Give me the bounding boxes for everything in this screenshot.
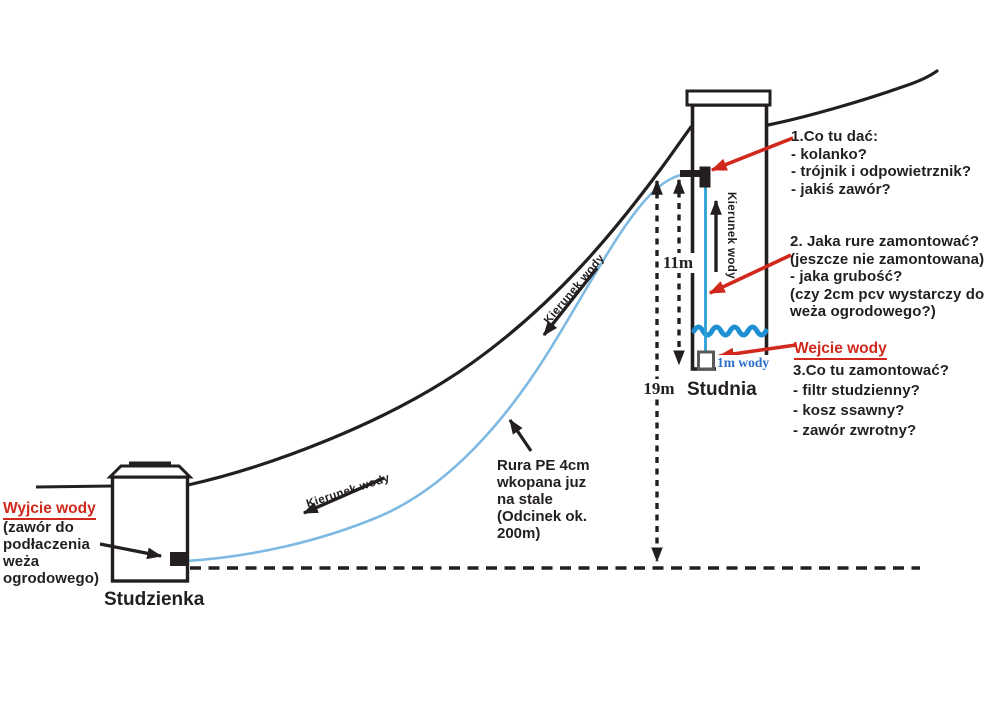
question3-line: - zawór zwrotny? xyxy=(793,422,917,439)
dimension-label-19m: 19m xyxy=(640,379,678,399)
small-well-lid-handle xyxy=(129,461,171,468)
buried-pipe-line xyxy=(185,171,693,563)
water-outlet-line: ogrodowego) xyxy=(3,570,100,587)
pipe-note-line: wkopana juz xyxy=(497,474,587,491)
small-well-label: Studzienka xyxy=(104,589,205,610)
suction-filter xyxy=(697,350,715,371)
water-outlet-text: (zawór do podłaczenia weża ogrodowego) xyxy=(3,519,99,587)
water-outlet-line: podłaczenia xyxy=(3,536,90,553)
pipe-note-line: na stale xyxy=(497,491,553,508)
question3-line: - kosz ssawny? xyxy=(793,402,905,419)
flow-arrow-slope xyxy=(542,266,599,337)
terrain-line-left xyxy=(35,484,114,489)
pipe-note-line: Rura PE 4cm xyxy=(497,457,590,474)
question3-text: 3.Co tu zamontować? - filtr studzienny? … xyxy=(793,361,949,441)
small-well xyxy=(106,461,194,583)
water-outlet-title: Wyjcie wody xyxy=(3,500,96,520)
water-inlet-title-wrap: Wejcie wody xyxy=(794,340,887,360)
flow-label-well: Kierunek wody xyxy=(725,192,737,279)
pipe-note-line: (Odcinek ok. xyxy=(497,508,588,525)
water-inlet-title: Wejcie wody xyxy=(794,340,887,360)
question2-line: - jaka grubość? xyxy=(790,268,903,285)
pipe-note-line: 200m) xyxy=(497,525,541,542)
question3-line: 3.Co tu zamontować? xyxy=(793,362,950,379)
water-outlet-line: weża xyxy=(3,553,40,570)
question2-line: (czy 2cm pcv wystarczy do xyxy=(790,285,985,303)
question1-line: - jakiś zawór? xyxy=(791,180,891,198)
garden-hose-valve xyxy=(170,552,186,566)
question1-line: - trójnik i odpowietrznik? xyxy=(791,163,972,180)
pipe-note-text: Rura PE 4cm wkopana juz na stale (Odcine… xyxy=(497,457,590,542)
elbow-fitting xyxy=(699,166,711,188)
terrain-line-slope xyxy=(186,125,693,487)
question1-text: 1.Co tu dać: - kolanko? - trójnik i odpo… xyxy=(791,128,971,198)
terrain-line-right xyxy=(766,69,939,127)
question3-line: - filtr studzienny? xyxy=(793,382,920,399)
question1-line: 1.Co tu dać: xyxy=(791,128,879,145)
water-outlet-title-wrap: Wyjcie wody xyxy=(3,500,96,520)
main-well-label: Studnia xyxy=(687,379,757,400)
question1-line: - kolanko? xyxy=(791,145,868,163)
water-outlet-line: (zawór do xyxy=(3,519,74,536)
question2-line: 2. Jaka rure zamontować? xyxy=(790,233,980,250)
main-well-lid xyxy=(685,89,772,107)
small-well-body xyxy=(110,475,190,583)
outlet-pointer-arrow xyxy=(99,542,163,560)
flow-arrow-bottom xyxy=(302,476,385,515)
pipe-note-arrow xyxy=(508,418,533,452)
water-depth-label: 1m wody xyxy=(716,355,771,371)
dimension-label-11m: 11m xyxy=(659,253,697,273)
question2-text: 2. Jaka rure zamontować? (jeszcze nie za… xyxy=(790,233,984,321)
question1-arrow xyxy=(710,136,794,172)
question2-line: (jeszcze nie zamontowana) xyxy=(790,250,985,268)
inlet-arrow xyxy=(717,343,797,361)
question2-arrow xyxy=(708,253,792,295)
question2-line: weża ogrodowego?) xyxy=(790,303,936,320)
small-well-lid xyxy=(106,464,194,479)
